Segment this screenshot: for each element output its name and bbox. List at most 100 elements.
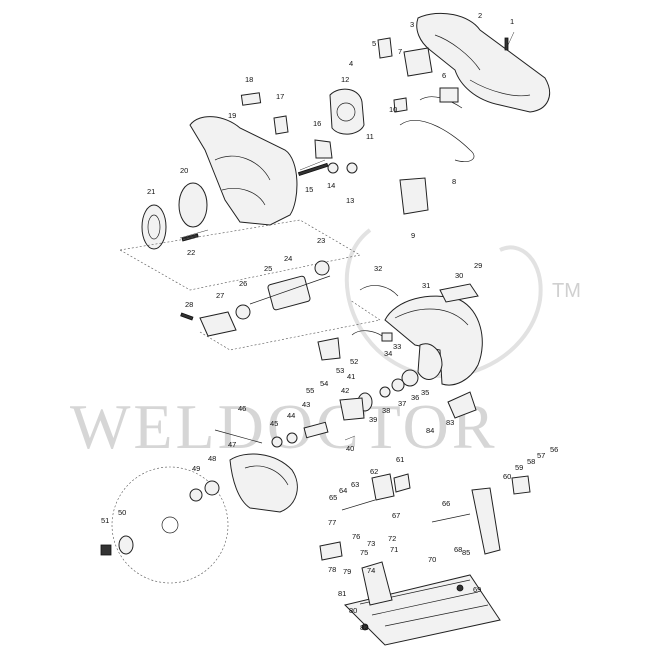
- lead-wires: [399, 120, 475, 163]
- callout-68: 68: [454, 545, 462, 554]
- bolt-51: [100, 544, 112, 556]
- trigger: [377, 37, 393, 59]
- callout-36: 36: [411, 393, 419, 402]
- callout-75: 75: [360, 548, 368, 557]
- callout-40: 40: [346, 444, 354, 453]
- cover-plate-30: [439, 283, 479, 303]
- battery-terminal: [399, 177, 429, 215]
- depth-arm-60: [471, 487, 501, 555]
- clamp-61: [393, 473, 411, 493]
- callout-14: 14: [327, 181, 335, 190]
- saw-blade: [111, 466, 229, 584]
- callout-31: 31: [422, 281, 430, 290]
- lower-guard-group: [100, 453, 298, 584]
- callout-24: 24: [284, 254, 292, 263]
- base-group: [319, 473, 531, 646]
- callout-46: 46: [238, 404, 246, 413]
- callout-66: 66: [442, 499, 450, 508]
- callout-5: 5: [372, 39, 376, 48]
- callout-32: 32: [374, 264, 382, 273]
- handle-housing: [416, 12, 550, 113]
- callout-8: 8: [452, 177, 456, 186]
- callout-77: 77: [328, 518, 336, 527]
- bevel-bracket: [361, 561, 393, 606]
- washer-50: [118, 535, 134, 555]
- callout-85: 85: [462, 548, 470, 557]
- callout-53: 53: [336, 366, 344, 375]
- callout-38: 38: [382, 406, 390, 415]
- housing-ring: [141, 204, 167, 250]
- callout-9: 9: [411, 231, 415, 240]
- callout-72: 72: [388, 534, 396, 543]
- callout-4: 4: [349, 59, 353, 68]
- callout-48: 48: [208, 454, 216, 463]
- callout-30: 30: [455, 271, 463, 280]
- fan-26: [235, 304, 251, 320]
- callout-25: 25: [264, 264, 272, 273]
- callout-80: 80: [349, 606, 357, 615]
- callout-labels: 1 2 3 4 5 6 7 8 9 10 11 12 13 14 15 16 1…: [101, 11, 558, 632]
- callout-82: 82: [360, 623, 368, 632]
- callout-81: 81: [338, 589, 346, 598]
- callout-45: 45: [270, 419, 278, 428]
- callout-26: 26: [239, 279, 247, 288]
- callout-7: 7: [398, 47, 402, 56]
- callout-35: 35: [421, 388, 429, 397]
- callout-41: 41: [347, 372, 355, 381]
- callout-58: 58: [527, 457, 535, 466]
- label-plate: [240, 92, 262, 106]
- callout-78: 78: [328, 565, 336, 574]
- flange-48: [204, 480, 220, 496]
- callout-16: 16: [313, 119, 321, 128]
- callout-69: 69: [473, 585, 481, 594]
- callout-49: 49: [192, 464, 200, 473]
- callout-11: 11: [366, 132, 374, 141]
- lower-blade-guard: [229, 453, 298, 513]
- callout-33: 33: [393, 342, 401, 351]
- callout-73: 73: [367, 539, 375, 548]
- gear-housing: [417, 343, 443, 380]
- callout-27: 27: [216, 291, 224, 300]
- base-plate: [344, 574, 501, 646]
- handle-group: [377, 12, 550, 215]
- callout-56: 56: [550, 445, 558, 454]
- rod-64: [341, 499, 376, 511]
- callout-19: 19: [228, 111, 236, 120]
- switch-small: [273, 115, 289, 135]
- callout-28: 28: [185, 300, 193, 309]
- callout-52: 52: [350, 357, 358, 366]
- callout-60: 60: [503, 472, 511, 481]
- callout-67: 67: [392, 511, 400, 520]
- callout-83: 83: [446, 418, 454, 427]
- blade-guard-group: [317, 283, 483, 419]
- dust-nozzle-83: [447, 391, 477, 419]
- motor-housing: [189, 116, 298, 226]
- callout-50: 50: [118, 508, 126, 517]
- spindle-43: [303, 421, 329, 439]
- callout-29: 29: [474, 261, 482, 270]
- brush-cap: [314, 139, 333, 159]
- callout-1: 1: [510, 17, 514, 26]
- upper-blade-guard: [384, 295, 483, 386]
- callout-54: 54: [320, 379, 328, 388]
- callout-21: 21: [147, 187, 155, 196]
- callout-57: 57: [537, 451, 545, 460]
- callout-23: 23: [317, 236, 325, 245]
- callout-37: 37: [398, 399, 406, 408]
- callout-79: 79: [343, 567, 351, 576]
- callout-20: 20: [180, 166, 188, 175]
- callout-51: 51: [101, 516, 109, 525]
- brush-group: [297, 88, 365, 177]
- terminal: [439, 87, 459, 103]
- flange-49: [189, 488, 203, 502]
- callout-2: 2: [478, 11, 482, 20]
- callout-17: 17: [276, 92, 284, 101]
- armature-core: [267, 275, 311, 311]
- housing-sleeve: [178, 182, 208, 228]
- callout-15: 15: [305, 185, 313, 194]
- callout-62: 62: [370, 467, 378, 476]
- callout-70: 70: [428, 555, 436, 564]
- callout-43: 43: [302, 400, 310, 409]
- pin-66: [431, 513, 471, 523]
